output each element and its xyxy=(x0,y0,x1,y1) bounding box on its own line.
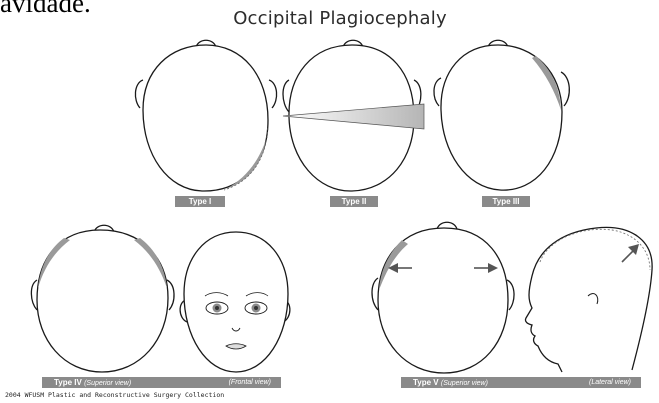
type5-label-main: Type V xyxy=(413,378,439,387)
type3-ear-left xyxy=(434,78,441,106)
type4-label-left: Type IV (Superior view) xyxy=(54,377,131,389)
type4-label-frontal: (Frontal view) xyxy=(229,377,271,388)
type4-label-superior: (Superior view) xyxy=(84,380,131,387)
type3-label: Type III xyxy=(482,196,530,207)
type5-label-left: Type V (Superior view) xyxy=(413,377,488,389)
type4-superior-head xyxy=(31,225,174,372)
type1-head xyxy=(135,40,276,191)
type3-ear-right xyxy=(561,72,569,106)
arrow-diagonal-icon xyxy=(622,244,639,262)
face-outline xyxy=(184,232,288,372)
type3-head xyxy=(434,40,569,190)
type2-label: Type II xyxy=(330,196,378,207)
type4-label: Type IV (Superior view) (Frontal view) xyxy=(42,377,281,388)
type5-ear-left xyxy=(372,278,378,310)
type2-label-text: Type II xyxy=(342,196,367,207)
type4-label-main: Type IV xyxy=(54,378,82,387)
type1-ear-left xyxy=(135,80,143,108)
type3-label-text: Type III xyxy=(493,196,520,207)
type5-label: Type V (Superior view) (Lateral view) xyxy=(401,377,641,388)
profile-ear xyxy=(588,294,598,304)
type1-label: Type I xyxy=(175,196,225,207)
type1-skull-outline xyxy=(143,45,268,191)
type4-frontal-face xyxy=(180,232,290,372)
type5-label-superior: (Superior view) xyxy=(441,380,488,387)
type5-superior-head xyxy=(372,222,514,373)
type4-ear-left xyxy=(31,280,37,310)
type5-lateral-profile xyxy=(525,227,652,372)
copyright-credit: 2004 WFUSM Plastic and Reconstructive Su… xyxy=(5,391,224,399)
type2-ear-left xyxy=(283,80,289,112)
type1-ear-right xyxy=(269,80,277,108)
type1-label-text: Type I xyxy=(189,196,212,207)
type2-head xyxy=(283,40,424,191)
type5-label-lateral: (Lateral view) xyxy=(589,377,631,388)
